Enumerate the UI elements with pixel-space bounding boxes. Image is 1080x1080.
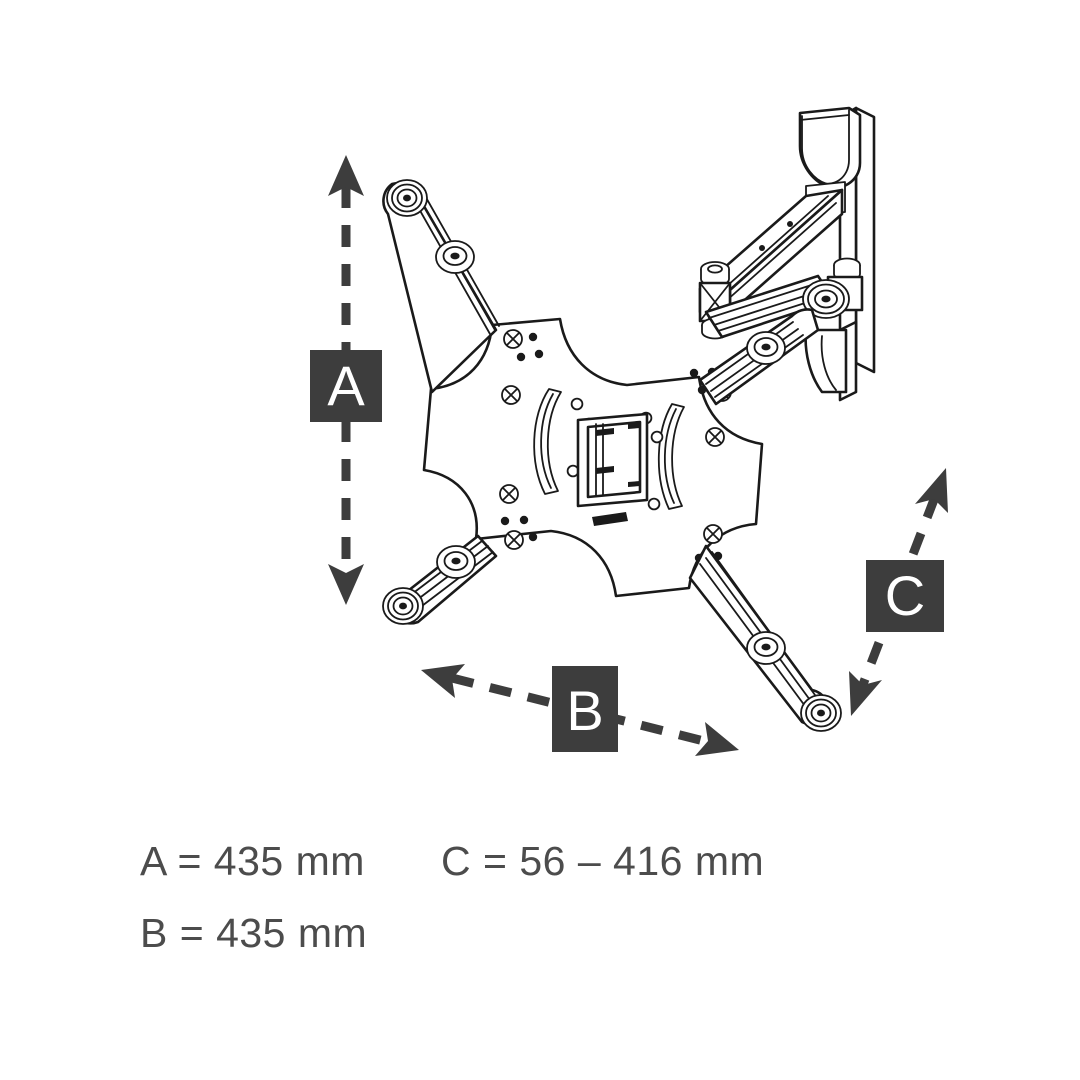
screw-lower-left: [499, 484, 519, 504]
pivot-tip-lower-right: [800, 694, 842, 732]
badge-b-label: B: [566, 679, 603, 742]
washer-lower-left: [436, 545, 476, 579]
arm-lower-left: [382, 534, 498, 625]
screw-cluster-lower-left: [500, 515, 538, 550]
badge-b: B: [552, 666, 618, 752]
badge-c-label: C: [885, 564, 925, 627]
caption-a: A = 435 mm: [140, 838, 365, 884]
dimension-arrow-c: [849, 468, 948, 716]
tilt-slot-left: [533, 388, 562, 495]
washer-lower-right: [746, 631, 786, 665]
pivot-tip-lower-left: [382, 587, 424, 625]
washer-upper-right: [746, 331, 786, 365]
brand-logo: [592, 512, 628, 526]
arm-upper-left: [382, 179, 500, 394]
screw-cluster-upper-left: [503, 329, 544, 362]
arm-upper-right: [698, 308, 820, 406]
dimension-arrow-a: [328, 155, 364, 605]
badge-a: A: [310, 350, 382, 422]
centre-mount-frame: [576, 412, 649, 508]
upper-arm: [698, 188, 844, 315]
screw-right-lower: [703, 524, 723, 544]
elbow-joint: [698, 261, 732, 340]
pivot-tip-upper-left: [386, 179, 428, 217]
screw-mid-left: [501, 385, 521, 405]
badge-a-label: A: [327, 354, 365, 417]
caption-b: B = 435 mm: [140, 910, 368, 956]
caption-c: C = 56 – 416 mm: [441, 838, 765, 884]
arm-lower-right: [688, 544, 842, 732]
wall-pivot: [802, 257, 864, 394]
washer-upper-left: [435, 240, 475, 274]
badge-c: C: [866, 560, 944, 632]
screw-mid-right: [705, 427, 725, 447]
